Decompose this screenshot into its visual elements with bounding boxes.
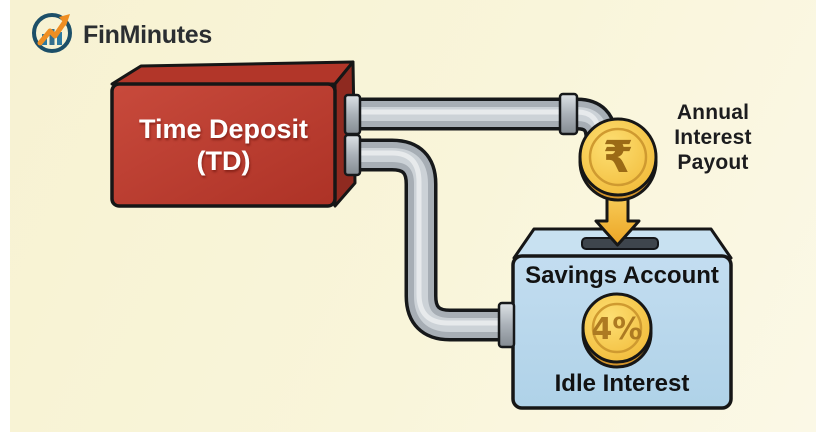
annual-payout-line2: Interest xyxy=(674,126,752,149)
rate-coin: 4% xyxy=(581,292,653,369)
brand-name: FinMinutes xyxy=(83,20,212,49)
td-box-label: Time Deposit (TD) xyxy=(112,84,335,206)
annual-payout-line1: Annual xyxy=(676,101,750,124)
td-label-line2: (TD) xyxy=(196,146,251,176)
pipe-bottom xyxy=(344,138,508,342)
rupee-symbol: ₹ xyxy=(603,132,634,183)
down-arrow-icon xyxy=(594,195,641,247)
annual-payout-label: Annual Interest Payout xyxy=(655,100,771,175)
brand-logo: FinMinutes xyxy=(28,6,212,56)
td-label-line1: Time Deposit xyxy=(138,114,309,144)
growth-chart-logo-icon xyxy=(32,13,72,53)
idle-interest-label: Idle Interest xyxy=(554,370,690,397)
pipe-flanges xyxy=(343,92,579,177)
rupee-coin: ₹ xyxy=(578,117,658,202)
rate-value: 4% xyxy=(592,312,643,347)
annual-payout-line3: Payout xyxy=(677,151,749,174)
pipe-flange-savings xyxy=(497,301,516,349)
savings-account-title: Savings Account xyxy=(525,262,719,289)
